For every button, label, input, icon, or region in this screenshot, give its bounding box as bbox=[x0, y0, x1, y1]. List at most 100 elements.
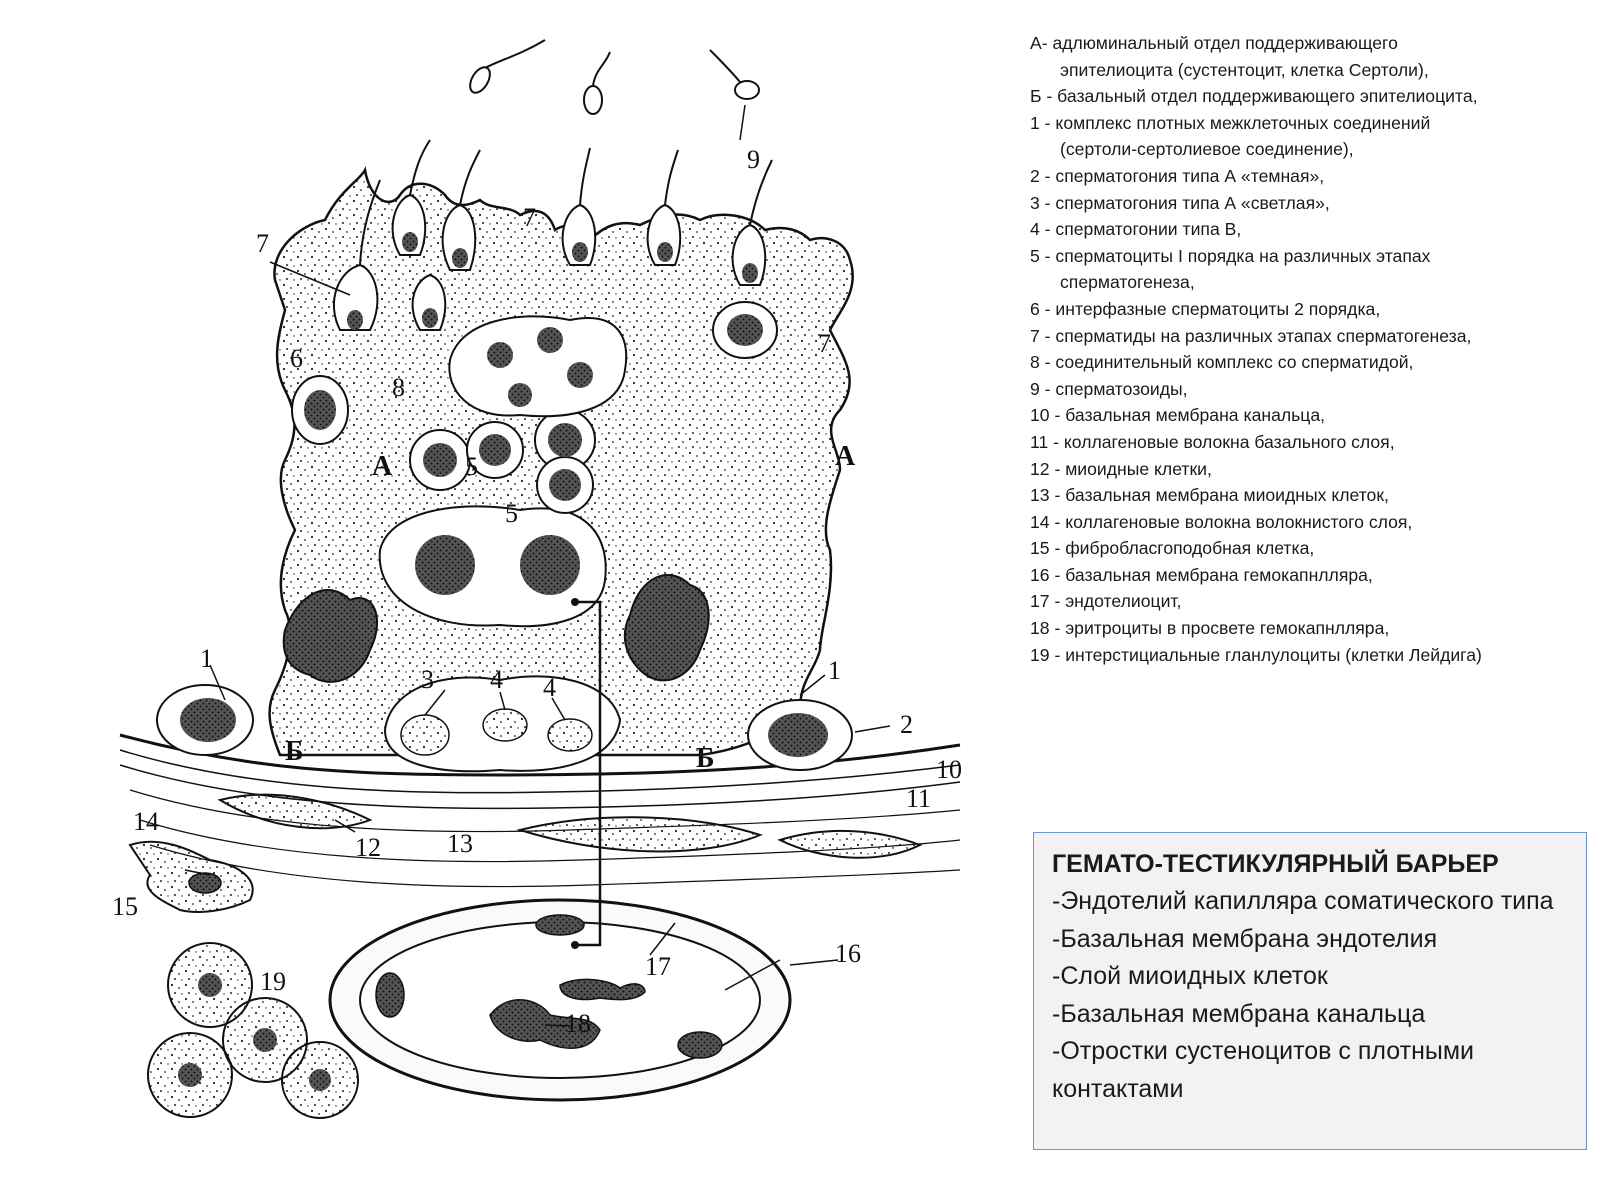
spermatozoa bbox=[469, 66, 760, 115]
barrier-summary-box: ГЕМАТО-ТЕСТИКУЛЯРНЫЙ БАРЬЕР -Эндотелий к… bbox=[1033, 832, 1587, 1150]
label-2: 2 bbox=[900, 710, 913, 739]
label-a-right: А bbox=[835, 441, 856, 472]
label-1-left: 1 bbox=[200, 644, 213, 673]
barrier-path-dot bbox=[571, 941, 579, 949]
spermatocyte-nucleus bbox=[548, 423, 582, 457]
spermatid-tails bbox=[359, 139, 773, 266]
label-5b: 5 bbox=[505, 499, 518, 528]
myoid-cell bbox=[516, 816, 763, 853]
myoid-cell bbox=[217, 793, 373, 830]
spermatogonium-nucleus bbox=[768, 713, 828, 757]
label-7a: 7 bbox=[256, 229, 269, 258]
barrier-title: ГЕМАТО-ТЕСТИКУЛЯРНЫЙ БАРЬЕР bbox=[1052, 850, 1499, 878]
label-4b: 4 bbox=[543, 673, 556, 702]
spermatid-nuclei bbox=[347, 232, 758, 330]
leydig-nucleus bbox=[178, 1063, 202, 1087]
label-7c: 7 bbox=[818, 329, 831, 358]
legend-item: 1 - комплекс плотных межклеточных соедин… bbox=[1030, 112, 1431, 160]
label-1-right: 1 bbox=[828, 656, 841, 685]
barrier-item: -Эндотелий капилляра соматического типа bbox=[1052, 887, 1554, 915]
fibroblast-nucleus bbox=[188, 872, 222, 894]
barrier-item: -Отростки сустеноцитов с плотными контак… bbox=[1052, 1037, 1474, 1103]
leydig-nucleus bbox=[198, 973, 222, 997]
spermatogonium-nucleus bbox=[180, 698, 236, 742]
label-12: 12 bbox=[355, 833, 381, 862]
label-6: 6 bbox=[290, 344, 303, 373]
spermatogonium-b-nucleus bbox=[547, 718, 593, 752]
legend-item: 3 - сперматогония типа А «светлая», bbox=[1030, 192, 1330, 213]
legend-item: 11 - коллагеновые волокна базального сло… bbox=[1030, 431, 1395, 452]
leydig-nucleus bbox=[309, 1069, 331, 1091]
label-5a: 5 bbox=[465, 452, 478, 481]
label-19: 19 bbox=[260, 967, 286, 996]
barrier-path-line bbox=[575, 600, 602, 947]
label-a-left: А bbox=[372, 451, 393, 482]
erythrocyte bbox=[559, 978, 646, 1001]
legend-item: 8 - соединительный комплекс со сперматид… bbox=[1030, 352, 1414, 373]
legend-item: 13 - базальная мембрана миоидных клеток, bbox=[1030, 485, 1389, 506]
legend-item: 6 - интерфазные сперматоциты 2 порядка, bbox=[1030, 298, 1381, 319]
label-11: 11 bbox=[906, 784, 931, 813]
label-b-right: Б bbox=[696, 743, 715, 774]
label-7b: 7 bbox=[523, 203, 536, 232]
basal-layer-collagen bbox=[119, 749, 961, 810]
label-b-left: Б bbox=[285, 736, 304, 767]
blood-testis-barrier-illustration: 1 1 2 3 4 4 5 5 6 7 7 7 8 9 10 11 12 13 … bbox=[112, 39, 962, 1119]
legend-item: 18 - эритроциты в просвете гемокапнлляра… bbox=[1030, 618, 1390, 639]
spermatocyte-nucleus bbox=[537, 327, 563, 353]
dark-cell-profile bbox=[282, 589, 379, 683]
spermatocyte-nucleus bbox=[479, 434, 511, 466]
label-3: 3 bbox=[421, 665, 434, 694]
secondary-spermatocytes bbox=[448, 315, 628, 418]
spermatocyte-nucleus bbox=[487, 342, 513, 368]
legend-item: 16 - базальная мембрана гемокапнлляра, bbox=[1030, 564, 1373, 585]
myoid-cell bbox=[777, 829, 923, 859]
spermatocyte-nucleus bbox=[508, 383, 532, 407]
legend-item: 19 - интерстициальные гланлулоциты (клет… bbox=[1030, 644, 1482, 665]
spermatogonium-light-a-nucleus bbox=[400, 714, 450, 756]
barrier-item: -Базальная мембрана эндотелия bbox=[1052, 924, 1438, 953]
spermatocyte-nucleus bbox=[415, 535, 475, 595]
spermatocyte-nucleus bbox=[423, 443, 457, 477]
endotheliocyte-nucleus bbox=[535, 914, 585, 936]
barrier-path-dot bbox=[571, 598, 579, 606]
barrier-item: -Слой миоидных клеток bbox=[1052, 962, 1328, 990]
barrier-item: -Базальная мембрана канальца bbox=[1052, 999, 1426, 1028]
spermatozoa-tails bbox=[484, 39, 741, 87]
spermatocyte-nucleus bbox=[567, 362, 593, 388]
legend-item: 2 - сперматогония типа А «темная», bbox=[1030, 165, 1325, 186]
spermatocyte-nucleus bbox=[549, 469, 581, 501]
legend-item: 17 - эндотелиоцит, bbox=[1030, 591, 1182, 612]
legend-item: 9 - сперматозоиды, bbox=[1030, 378, 1188, 399]
legend-item: Б - базальный отдел поддерживающего эпит… bbox=[1030, 86, 1478, 107]
interphase-nucleus bbox=[727, 314, 763, 346]
legend-item: 15 - фибробласгоподобная клетка, bbox=[1030, 538, 1315, 559]
legend-item: 7 - сперматиды на различных этапах сперм… bbox=[1030, 325, 1472, 346]
label-18: 18 bbox=[565, 1009, 591, 1038]
endotheliocyte-nucleus bbox=[375, 972, 405, 1018]
label-10: 10 bbox=[936, 755, 962, 784]
leydig-nucleus bbox=[253, 1028, 277, 1052]
label-16: 16 bbox=[835, 939, 861, 968]
legend-item: 4 - сперматогонии типа В, bbox=[1030, 219, 1242, 240]
dark-cell-profile bbox=[623, 574, 710, 682]
label-17: 17 bbox=[645, 952, 671, 981]
barrier-list: -Эндотелий капилляра соматического типа … bbox=[1052, 883, 1568, 1108]
label-4a: 4 bbox=[490, 665, 503, 694]
legend-item: 14 - коллагеновые волокна волокнистого с… bbox=[1030, 511, 1413, 532]
label-14: 14 bbox=[133, 807, 159, 836]
interphase-nucleus bbox=[304, 390, 336, 430]
legend-item: 12 - миоидные клетки, bbox=[1030, 458, 1212, 479]
label-15: 15 bbox=[112, 892, 138, 921]
leader-lines bbox=[184, 104, 891, 1027]
label-13: 13 bbox=[447, 829, 473, 858]
spermatogonium-b-nucleus bbox=[482, 708, 528, 742]
erythrocyte bbox=[489, 999, 601, 1049]
endotheliocyte-nucleus bbox=[677, 1031, 723, 1059]
legend-item: 10 - базальная мембрана канальца, bbox=[1030, 405, 1326, 426]
label-8: 8 bbox=[392, 373, 405, 402]
spermatocyte-nucleus bbox=[520, 535, 580, 595]
legend-item: 5 - сперматоциты I порядка на различных … bbox=[1030, 245, 1431, 293]
